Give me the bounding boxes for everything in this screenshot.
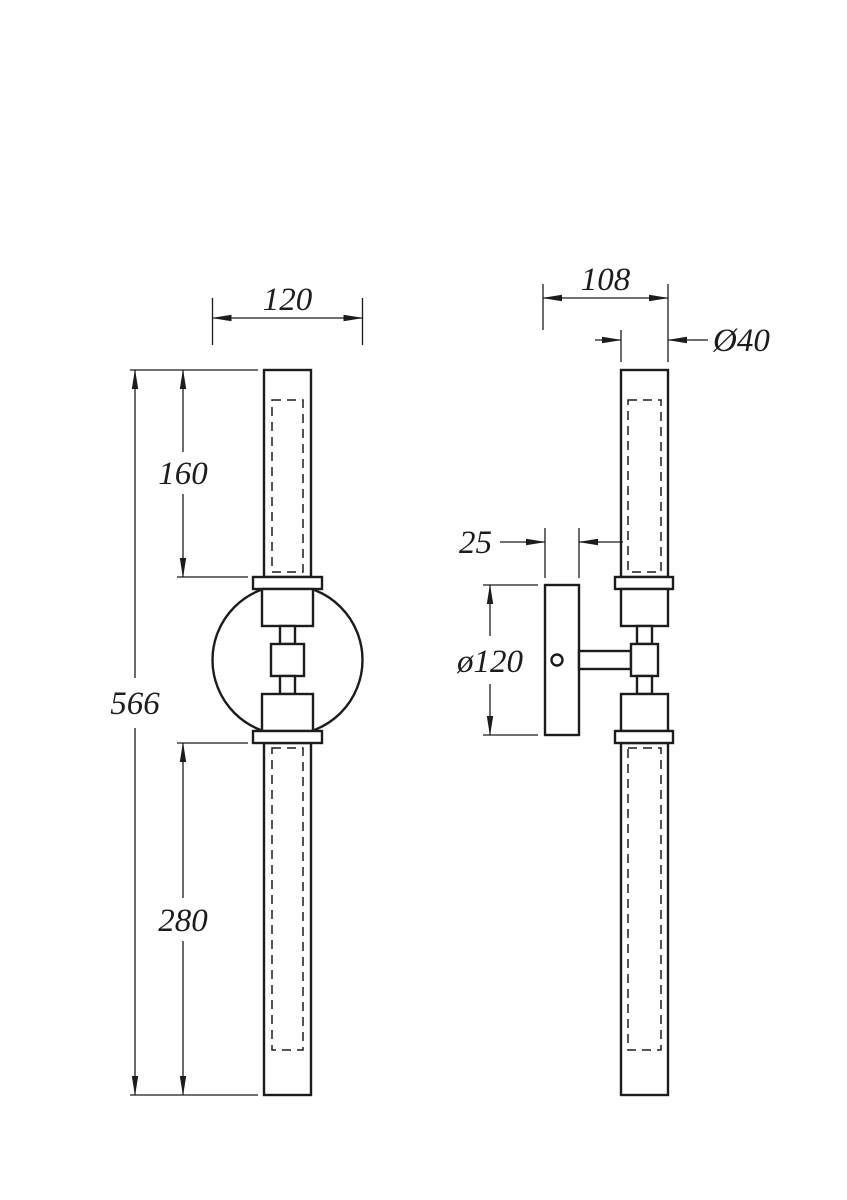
side-glass-dashed-lower (627, 747, 662, 1051)
side-center-block (629, 642, 660, 678)
side-glass-dashed-upper (627, 399, 662, 573)
front-canopy-bottom (260, 692, 315, 733)
front-center-block (269, 642, 306, 678)
front-canopy-plate-bottom (251, 729, 324, 745)
front-view (211, 368, 364, 1097)
side-screw-hole (550, 653, 564, 667)
dim-label-upper-segment: 160 (158, 456, 208, 492)
front-dimensions: 120 566 160 280 (110, 282, 364, 1096)
front-glass-dashed-upper (271, 399, 304, 573)
dim-label-total-height: 566 (110, 686, 160, 722)
side-stem-bottom (635, 674, 654, 696)
front-tube-lower (262, 741, 313, 1097)
dim-label-plate-thickness: 25 (459, 525, 492, 561)
dim-label-tube-diameter: Ø40 (712, 323, 770, 359)
front-tube-upper (262, 368, 313, 579)
front-stem-bottom (278, 674, 297, 696)
side-stem-top (635, 624, 654, 646)
dim-label-plate-diameter: ø120 (456, 644, 524, 680)
side-dimensions: 108 Ø40 25 ø120 (456, 262, 770, 736)
dim-label-lower-segment: 280 (158, 903, 208, 939)
dim-label-front-width: 120 (263, 282, 313, 318)
side-arm (577, 649, 633, 671)
side-view (543, 368, 675, 1097)
side-canopy-plate-top (613, 575, 675, 591)
side-canopy-plate-bottom (613, 729, 675, 745)
side-canopy-bottom (619, 692, 670, 733)
front-canopy-top (260, 587, 315, 628)
front-glass-dashed-lower (271, 747, 304, 1051)
side-canopy-top (619, 587, 670, 628)
front-stem-top (278, 624, 297, 646)
dim-label-side-depth: 108 (581, 262, 631, 298)
front-canopy-plate-top (251, 575, 324, 591)
